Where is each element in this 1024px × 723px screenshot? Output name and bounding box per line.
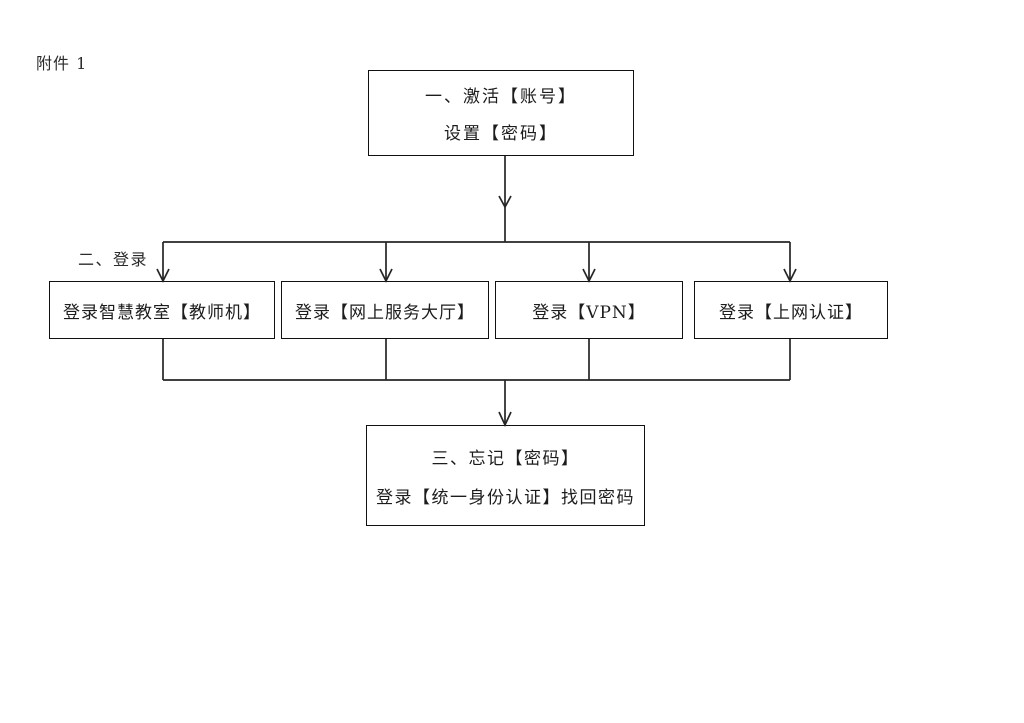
node-login-online-service-hall: 登录【网上服务大厅】 [281, 281, 489, 339]
connector-bus-to-smart-classroom [156, 242, 170, 283]
node-login-network-auth-label: 登录【上网认证】 [719, 302, 863, 323]
node-forgot-password-line-1: 三、忘记【密码】 [431, 448, 580, 469]
node-login-smart-classroom: 登录智慧教室【教师机】 [49, 281, 275, 339]
node-login-vpn-label: 登录【VPN】 [532, 302, 646, 323]
attachment-label: 附件 1 [36, 54, 88, 73]
arrowhead-top-mid [498, 195, 512, 209]
arrowhead-drop-2 [379, 268, 393, 283]
arrowhead-bottom [498, 411, 512, 428]
node-activate-account: 一、激活【账号】 设置【密码】 [368, 70, 634, 156]
arrowhead-drop-4 [783, 268, 797, 283]
node-forgot-password: 三、忘记【密码】 登录【统一身份认证】找回密码 [366, 425, 645, 526]
stage-label-login: 二、登录 [78, 250, 149, 269]
node-activate-account-line-2: 设置【密码】 [444, 124, 558, 144]
node-login-smart-classroom-label: 登录智慧教室【教师机】 [63, 302, 261, 323]
node-login-network-auth: 登录【上网认证】 [694, 281, 888, 339]
node-login-vpn: 登录【VPN】 [495, 281, 683, 339]
arrowhead-drop-3 [582, 268, 596, 283]
connector-merge-to-forgot-password [498, 380, 512, 428]
node-login-online-service-hall-label: 登录【网上服务大厅】 [295, 302, 475, 323]
node-forgot-password-line-2: 登录【统一身份认证】找回密码 [376, 487, 635, 508]
node-activate-account-line-1: 一、激活【账号】 [425, 87, 577, 107]
connector-top-to-bus [498, 156, 512, 242]
connector-bus-to-online-service-hall [379, 242, 393, 283]
arrowhead-drop-1 [156, 268, 170, 283]
connector-bus-to-network-auth [783, 242, 797, 283]
connector-bus-to-vpn [582, 242, 596, 283]
